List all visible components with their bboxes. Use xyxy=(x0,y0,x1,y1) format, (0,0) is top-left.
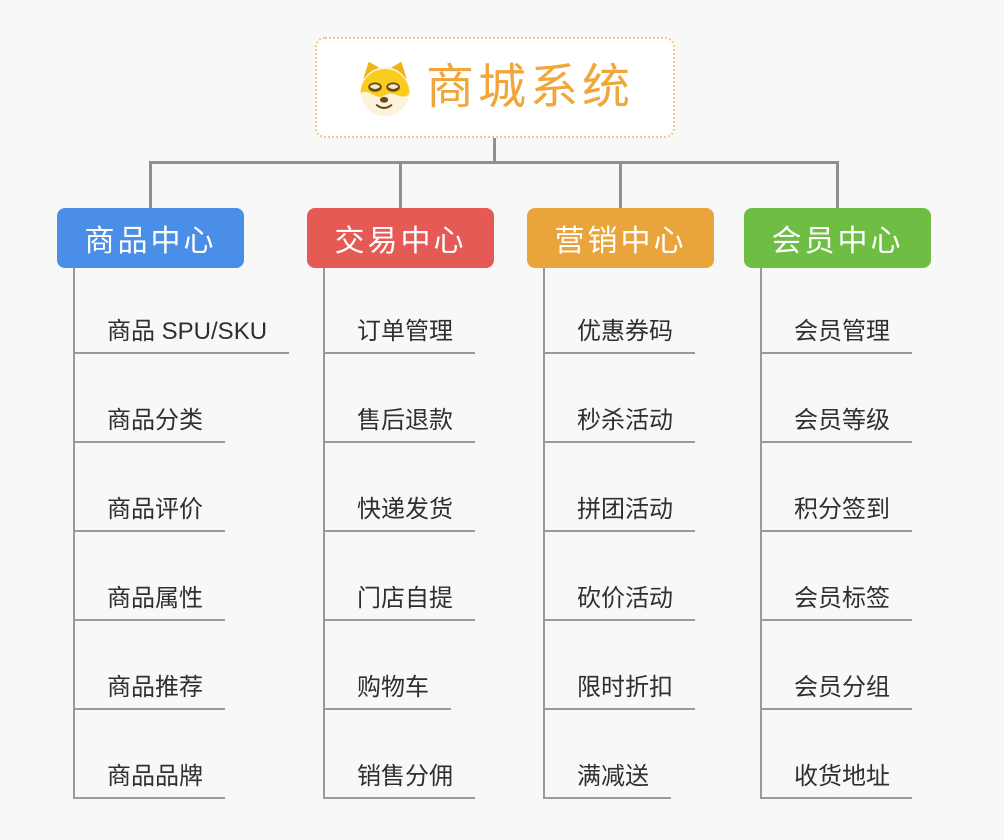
branch-member-center[interactable]: 会员中心 xyxy=(744,208,931,268)
branch-spine xyxy=(543,268,545,799)
child-item[interactable]: 拼团活动 xyxy=(543,486,695,532)
branch-spine xyxy=(760,268,762,799)
branch-trade-center[interactable]: 交易中心 xyxy=(307,208,494,268)
connector-root-stem xyxy=(493,138,496,162)
connector-drop-member xyxy=(836,161,839,209)
child-item[interactable]: 商品推荐 xyxy=(73,664,225,710)
child-item[interactable]: 会员分组 xyxy=(760,664,912,710)
child-item[interactable]: 满减送 xyxy=(543,753,671,799)
child-item[interactable]: 售后退款 xyxy=(323,397,475,443)
child-item[interactable]: 购物车 xyxy=(323,664,451,710)
root-title: 商城系统 xyxy=(425,60,634,114)
connector-bus xyxy=(149,161,839,164)
connector-drop-product xyxy=(149,161,152,209)
root-node[interactable]: 商城系统 xyxy=(315,37,675,138)
doge-icon xyxy=(360,61,410,116)
branch-marketing-center[interactable]: 营销中心 xyxy=(527,208,714,268)
child-item[interactable]: 商品属性 xyxy=(73,575,225,621)
branch-spine xyxy=(73,268,75,799)
child-item[interactable]: 会员管理 xyxy=(760,308,912,354)
child-item[interactable]: 收货地址 xyxy=(760,753,912,799)
child-item[interactable]: 商品分类 xyxy=(73,397,225,443)
child-item[interactable]: 销售分佣 xyxy=(323,753,475,799)
child-item[interactable]: 会员标签 xyxy=(760,575,912,621)
child-item[interactable]: 门店自提 xyxy=(323,575,475,621)
child-item[interactable]: 商品品牌 xyxy=(73,753,225,799)
child-item[interactable]: 快递发货 xyxy=(323,486,475,532)
child-item[interactable]: 限时折扣 xyxy=(543,664,695,710)
child-item[interactable]: 订单管理 xyxy=(323,308,475,354)
child-item[interactable]: 砍价活动 xyxy=(543,575,695,621)
child-item[interactable]: 会员等级 xyxy=(760,397,912,443)
connector-drop-trade xyxy=(399,161,402,209)
connector-drop-marketing xyxy=(619,161,622,209)
child-item[interactable]: 商品评价 xyxy=(73,486,225,532)
child-item[interactable]: 秒杀活动 xyxy=(543,397,695,443)
branch-product-center[interactable]: 商品中心 xyxy=(57,208,244,268)
child-item[interactable]: 积分签到 xyxy=(760,486,912,532)
child-item[interactable]: 优惠券码 xyxy=(543,308,695,354)
child-item[interactable]: 商品 SPU/SKU xyxy=(73,308,290,354)
branch-spine xyxy=(323,268,325,799)
